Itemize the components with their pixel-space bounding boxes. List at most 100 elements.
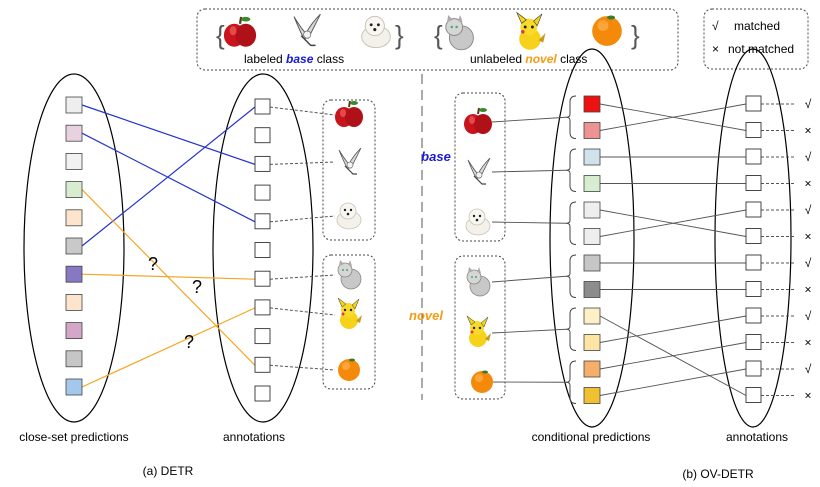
assignment-line — [81, 132, 256, 223]
novel-group-label: novel — [409, 308, 443, 323]
puppy-icon — [336, 202, 362, 230]
annotation-box — [745, 254, 762, 271]
prediction-box — [65, 237, 83, 255]
question-mark: ? — [184, 332, 194, 352]
conditional-prediction-box — [583, 122, 601, 139]
annotation-box — [745, 175, 762, 191]
annotation-box — [745, 122, 762, 138]
match-mark: √ — [805, 150, 812, 164]
prediction-box — [65, 96, 83, 114]
cat-icon — [466, 266, 491, 297]
pair-brace — [565, 360, 577, 404]
annotation-box — [254, 242, 271, 258]
ov-detr-panel: base novel √×√×√×√×√×√× conditional pred… — [409, 48, 812, 481]
brace-open: { — [434, 20, 443, 50]
orange-icon — [471, 370, 493, 393]
annotation-box — [254, 328, 271, 345]
match-mark: × — [804, 177, 811, 191]
conditional-predictions-ellipse — [549, 48, 635, 428]
pikachu-icon — [337, 297, 363, 330]
prediction-box — [65, 293, 83, 311]
prediction-box — [65, 322, 83, 340]
pikachu-icon — [516, 11, 547, 51]
brace-open: { — [216, 20, 225, 50]
conditional-prediction-box — [583, 254, 601, 272]
annotation-box — [254, 385, 271, 402]
pair-brace — [565, 201, 577, 245]
assignment-line — [81, 106, 256, 247]
match-legend-box: √ matched × not matched — [703, 8, 809, 70]
prediction-box — [65, 378, 83, 396]
assignment-line — [599, 342, 747, 370]
cross-symbol: × — [712, 42, 719, 56]
match-mark: × — [804, 230, 811, 244]
pikachu-icon — [466, 315, 492, 348]
apple-icon — [334, 100, 364, 128]
apple-icon — [463, 107, 493, 135]
annotation-box — [254, 98, 271, 115]
condition-line — [491, 221, 567, 224]
image-link-dash — [269, 106, 336, 116]
annotation-box — [745, 148, 762, 165]
annotation-box — [254, 184, 271, 201]
annotation-box — [745, 281, 762, 297]
annotation-box — [254, 127, 271, 144]
pair-brace — [565, 307, 577, 351]
conditional-prediction-box — [583, 175, 601, 192]
assignment-line — [81, 273, 256, 280]
pair-brace — [565, 254, 577, 298]
annotation-box — [745, 334, 762, 350]
base-images-box — [322, 99, 376, 241]
detr-panel: ? ? ? close-set predictions annotations … — [19, 73, 376, 478]
match-mark: √ — [805, 97, 812, 111]
annotation-box — [254, 213, 271, 230]
brace-close: } — [395, 20, 404, 50]
ov-annotations-label: annotations — [726, 430, 788, 444]
condition-line — [491, 169, 567, 173]
match-mark: × — [804, 283, 811, 297]
annotation-box — [745, 228, 762, 244]
match-mark: √ — [805, 362, 812, 376]
image-link-dash — [269, 307, 336, 316]
annotation-box — [745, 360, 762, 377]
orange-icon — [592, 15, 622, 46]
conditional-prediction-box — [583, 307, 601, 325]
assignment-line — [81, 104, 256, 165]
not-matched-label: not matched — [728, 42, 794, 56]
annotation-box — [745, 201, 762, 218]
conditional-prediction-box — [583, 95, 601, 113]
base-group-label: base — [421, 149, 451, 164]
image-link-dash — [269, 364, 336, 371]
ov-detr-caption: (b) OV-DETR — [682, 467, 754, 481]
brace-close: } — [631, 20, 640, 50]
labeled-base-label: labeled base class — [244, 52, 344, 66]
prediction-box — [65, 152, 83, 170]
assignment-line — [599, 103, 747, 131]
orange-icon — [338, 358, 360, 381]
annotation-box — [745, 307, 762, 324]
question-mark: ? — [148, 254, 158, 274]
conditional-prediction-box — [583, 281, 601, 298]
assignment-line — [599, 368, 747, 396]
check-symbol: √ — [712, 19, 719, 33]
prediction-box — [65, 181, 83, 199]
match-mark: √ — [805, 203, 812, 217]
annotation-box — [254, 155, 271, 172]
annotation-box — [254, 270, 271, 287]
novel-queries-box — [454, 255, 506, 400]
annotation-box — [254, 299, 271, 316]
cat-icon — [337, 259, 362, 290]
conditional-prediction-box — [583, 228, 601, 245]
question-mark: ? — [192, 277, 202, 297]
seagull-icon — [467, 157, 491, 185]
base-queries-box — [454, 92, 506, 242]
condition-line — [491, 328, 567, 334]
predictions-ellipse — [23, 73, 125, 423]
close-set-predictions-label: close-set predictions — [19, 430, 128, 444]
conditional-prediction-box — [583, 148, 601, 166]
annotation-box — [745, 387, 762, 403]
novel-images-box — [322, 254, 376, 390]
annotations-ellipse — [212, 73, 314, 423]
ov-annotations-ellipse — [714, 48, 792, 428]
match-mark: × — [804, 336, 811, 350]
